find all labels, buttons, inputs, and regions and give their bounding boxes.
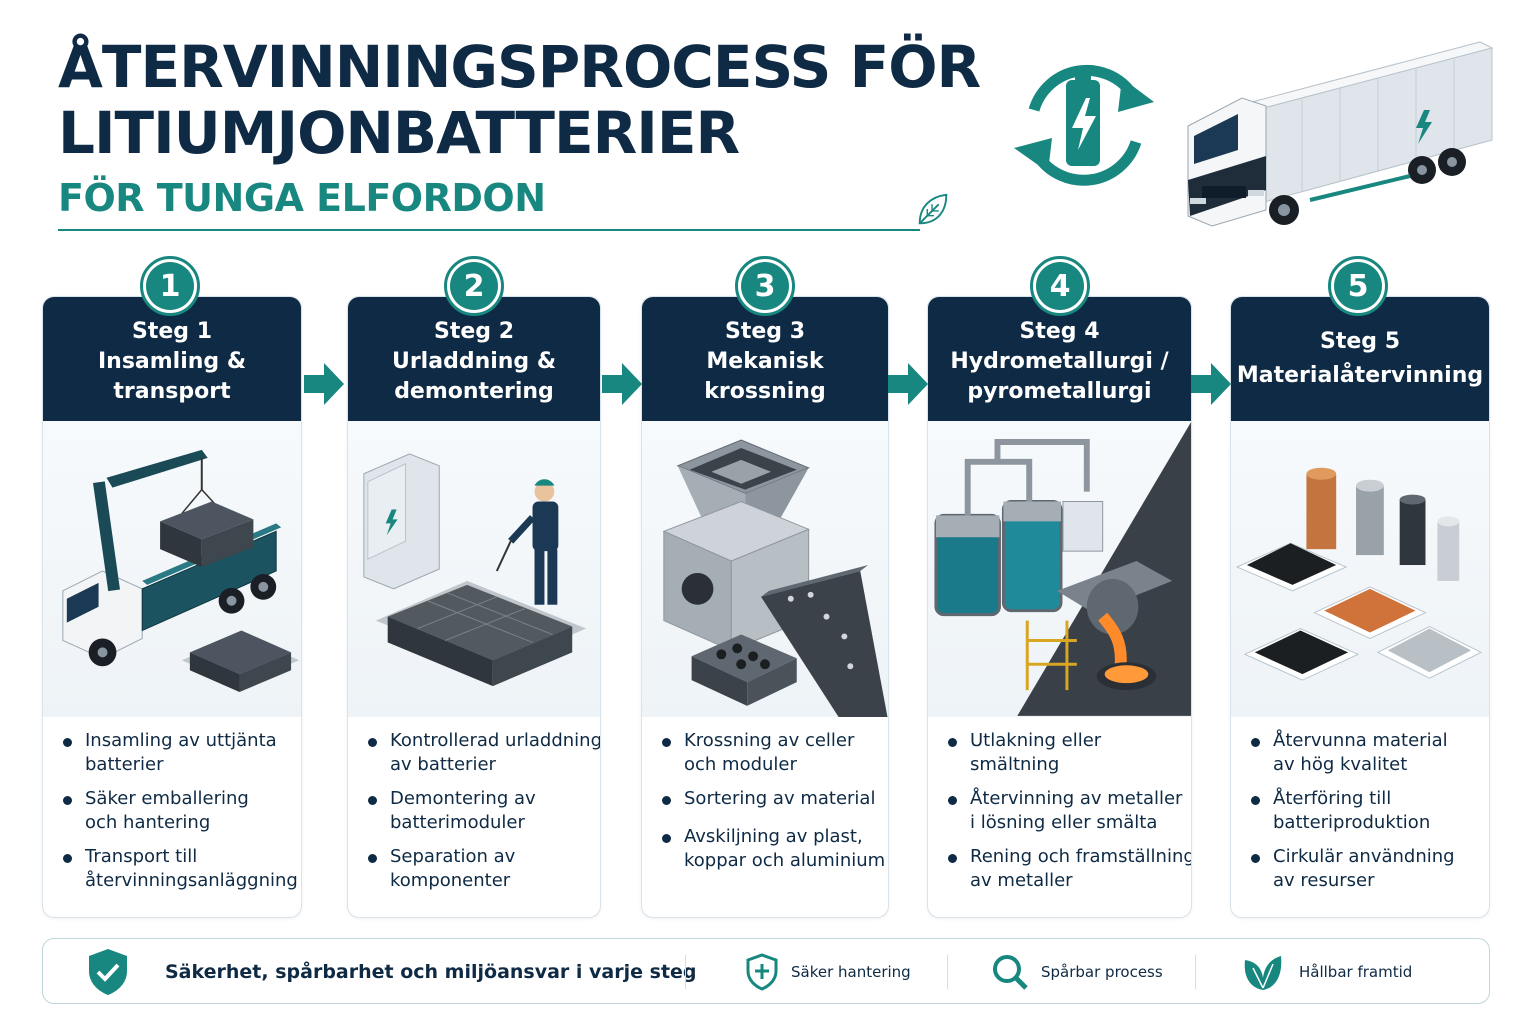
shield-check-icon	[89, 949, 127, 995]
divider	[685, 955, 686, 989]
step-title: transport	[113, 379, 231, 404]
step-title: Insamling &	[97, 349, 247, 374]
footer-item-sustainable: Hållbar framtid	[1241, 939, 1412, 1005]
arrow-right-icon	[1191, 363, 1231, 405]
step-number-badge-2: 2	[444, 256, 504, 316]
title-underline	[58, 229, 920, 231]
footer-item-traceable: Spårbar process	[991, 939, 1163, 1005]
step-label: Steg 1	[132, 319, 212, 344]
step-card-5: Steg 5 Materialåtervinning Återvunna mat…	[1230, 296, 1490, 918]
step-label: Steg 5	[1320, 329, 1400, 354]
magnifier-icon	[993, 955, 1028, 990]
step-card-1: Steg 1 Insamling & transport Insa	[42, 296, 302, 918]
title-line-1: ÅTERVINNINGSPROCESS FÖR	[58, 33, 981, 101]
footer-item-label: Spårbar process	[1041, 963, 1163, 981]
step-title: pyrometallurgi	[967, 379, 1152, 404]
recovered-materials-illustration	[1231, 421, 1489, 717]
step-label: Steg 2	[434, 319, 514, 344]
step-header: Steg 4 Hydrometallurgi / pyrometallurgi	[928, 297, 1191, 421]
shredder-illustration	[642, 421, 888, 720]
page-title: ÅTERVINNINGSPROCESS FÖR LITIUMJONBATTERI…	[58, 33, 981, 167]
step-label: Steg 4	[1019, 319, 1100, 344]
step-title: Hydrometallurgi /	[950, 349, 1169, 374]
step-card-3: Steg 3 Mekanisk krossning Krossning av c…	[641, 296, 889, 918]
crane-truck-illustration	[43, 421, 301, 717]
footer-bar: Säkerhet, spårbarhet och miljöansvar i v…	[42, 938, 1490, 1004]
metallurgy-illustration	[928, 421, 1191, 717]
footer-item-label: Säker hantering	[791, 963, 911, 981]
step-card-2: Steg 2 Urladdning & demontering Kontroll…	[347, 296, 601, 918]
leaf-icon	[1244, 956, 1282, 990]
step-label: Steg 3	[725, 319, 805, 344]
footer-item-safe-handling: Säker hantering	[745, 939, 911, 1005]
step-card-4: Steg 4 Hydrometallurgi / pyrometallurgi …	[927, 296, 1192, 918]
electric-truck-illustration	[1187, 41, 1494, 227]
step-title: Mekanisk	[706, 349, 824, 374]
step-header: Steg 3 Mekanisk krossning	[642, 297, 888, 421]
arrow-right-icon	[888, 363, 928, 405]
leaf-icon	[918, 193, 948, 225]
step-header: Steg 2 Urladdning & demontering	[348, 297, 600, 421]
step-number-badge-5: 5	[1328, 256, 1388, 316]
step-title: Materialåtervinning	[1236, 363, 1484, 388]
step-number-badge-3: 3	[735, 256, 795, 316]
divider	[947, 955, 948, 989]
list-item: Avskiljning av plast,koppar och aluminiu…	[662, 825, 885, 873]
title-line-2: LITIUMJONBATTERIER	[58, 99, 740, 167]
divider	[1195, 955, 1196, 989]
list-item: Sortering av material	[662, 787, 875, 811]
shield-plus-icon	[746, 953, 778, 991]
step-number-badge-1: 1	[140, 256, 200, 316]
recycle-battery-icon	[1014, 64, 1154, 186]
step-title: Urladdning &	[391, 349, 557, 374]
page-subtitle: FÖR TUNGA ELFORDON	[58, 176, 546, 220]
step-number-badge-4: 4	[1030, 256, 1090, 316]
step-header: Steg 5 Materialåtervinning	[1231, 297, 1489, 421]
step-header: Steg 1 Insamling & transport	[43, 297, 301, 421]
discharge-station-illustration	[348, 421, 600, 717]
arrow-right-icon	[602, 363, 642, 405]
arrow-right-icon	[304, 363, 344, 405]
footer-main-label: Säkerhet, spårbarhet och miljöansvar i v…	[165, 961, 697, 983]
step-title: demontering	[394, 379, 554, 404]
footer-item-label: Hållbar framtid	[1299, 963, 1413, 981]
footer-main: Säkerhet, spårbarhet och miljöansvar i v…	[85, 939, 697, 1005]
step-title: krossning	[704, 379, 826, 404]
